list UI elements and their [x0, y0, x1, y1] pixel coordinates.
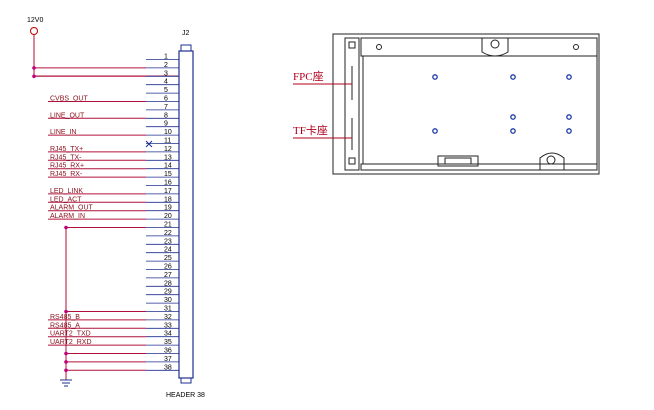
pin-number: 13 — [164, 154, 172, 161]
pin-number: 11 — [164, 138, 171, 145]
corner-pad — [348, 41, 356, 49]
net-label: RS485_B — [50, 314, 80, 321]
pin-number: 32 — [164, 314, 172, 321]
corner-pad — [348, 157, 356, 165]
pin-number: 20 — [164, 213, 172, 220]
net-label: ALARM_OUT — [50, 205, 94, 212]
pin-number: 22 — [164, 230, 172, 237]
net-label: RJ45_RX- — [50, 171, 83, 178]
connector-j2: J2 HEADER 38 — [166, 30, 205, 399]
net-label: CVBS_OUT — [50, 96, 88, 103]
bottom-hole — [546, 155, 556, 165]
pin-number: 38 — [164, 364, 172, 371]
net-label: RJ45_TX- — [50, 154, 82, 161]
net-label: LED_ACT — [50, 196, 82, 203]
pin-number: 21 — [164, 222, 172, 229]
mount-hole — [510, 114, 516, 120]
net-label: LINE_IN — [50, 129, 76, 136]
mechanical-drawing — [332, 33, 600, 175]
ground-symbol — [60, 379, 72, 387]
top-hole — [490, 39, 500, 49]
pin-number: 12 — [164, 146, 172, 153]
pin-number: 27 — [164, 272, 172, 279]
tf-callout: TF卡座 — [293, 123, 352, 139]
pin-number: 17 — [164, 188, 172, 195]
net-label: RJ45_RX+ — [50, 163, 84, 170]
net-label: UART2_RXD — [50, 339, 92, 346]
junction-dot — [64, 368, 68, 373]
pin-number: 19 — [164, 205, 172, 212]
tf-label: TF卡座 — [293, 123, 328, 137]
pin-number: 26 — [164, 264, 172, 271]
pin-number: 7 — [164, 104, 168, 111]
pin-layer: 1234567891011121314151617181920212223242… — [146, 54, 179, 371]
pin-number: 2 — [164, 62, 168, 69]
pin-number: 35 — [164, 339, 172, 346]
net-label: ALARM_IN — [50, 213, 85, 220]
connector-part: HEADER 38 — [166, 392, 205, 399]
net-label: UART2_TXD — [50, 331, 91, 338]
top-tab — [481, 38, 509, 57]
junction-dot — [64, 351, 68, 356]
junction-dot — [64, 225, 68, 230]
pin-number: 8 — [164, 112, 168, 119]
pin-number: 30 — [164, 297, 172, 304]
pin-number: 1 — [164, 54, 168, 61]
pin-number: 36 — [164, 348, 172, 355]
power-label: 12V0 — [27, 17, 43, 24]
pin-number: 18 — [164, 196, 172, 203]
bottom-slot-inner — [444, 157, 472, 165]
fpc-callout: FPC座 — [293, 69, 352, 85]
net-layer: CVBS_OUT LINE_OUT LINE_IN RJ45_TX+RJ45_TX- R… — [32, 66, 146, 373]
pin-number: 31 — [164, 306, 172, 313]
mount-hole — [510, 128, 516, 134]
mount-hole — [566, 128, 572, 134]
power-rail — [33, 35, 178, 77]
net-label: RS485_A — [50, 322, 80, 329]
pin-number: 3 — [164, 70, 168, 77]
pin-number: 33 — [164, 322, 172, 329]
net-label: LED_LINK — [50, 188, 83, 195]
net-label: RJ45_TX+ — [50, 146, 83, 153]
mount-hole — [566, 114, 572, 120]
mount-hole — [510, 74, 516, 80]
bottom-tab — [539, 152, 565, 170]
pin-number: 25 — [164, 255, 172, 262]
corner-hole — [376, 44, 382, 50]
net-label: LINE_OUT — [50, 112, 85, 119]
corner-hole — [573, 44, 579, 50]
no-connect-mark — [145, 140, 153, 148]
pin-number: 37 — [164, 356, 172, 363]
mount-hole — [432, 128, 438, 134]
mount-hole — [432, 74, 438, 80]
mount-holes — [432, 74, 572, 134]
junction-dot — [32, 66, 36, 70]
fpc-label: FPC座 — [293, 69, 324, 83]
pin-number: 28 — [164, 280, 172, 287]
pin-number: 34 — [164, 331, 172, 338]
pin-number: 16 — [164, 180, 172, 187]
pin-number: 4 — [164, 79, 168, 86]
pin-number: 6 — [164, 96, 168, 103]
pin-number: 29 — [164, 289, 172, 296]
pin-number: 14 — [164, 163, 172, 170]
junction-dot — [64, 309, 68, 314]
connector-ref: J2 — [182, 30, 190, 37]
fpc-slot — [344, 37, 360, 171]
pin-number: 10 — [164, 129, 172, 136]
power-symbol: 12V0 — [27, 17, 43, 35]
pin-number: 23 — [164, 238, 172, 245]
junction-dot — [64, 360, 68, 364]
mount-hole — [566, 74, 572, 80]
bottom-slot — [437, 155, 479, 167]
board-outline — [332, 33, 600, 175]
pin-number: 9 — [164, 121, 168, 128]
pin-number: 24 — [164, 247, 172, 254]
junction-dot — [32, 74, 36, 79]
pin-number: 15 — [164, 171, 172, 178]
pin-number: 5 — [164, 87, 168, 94]
